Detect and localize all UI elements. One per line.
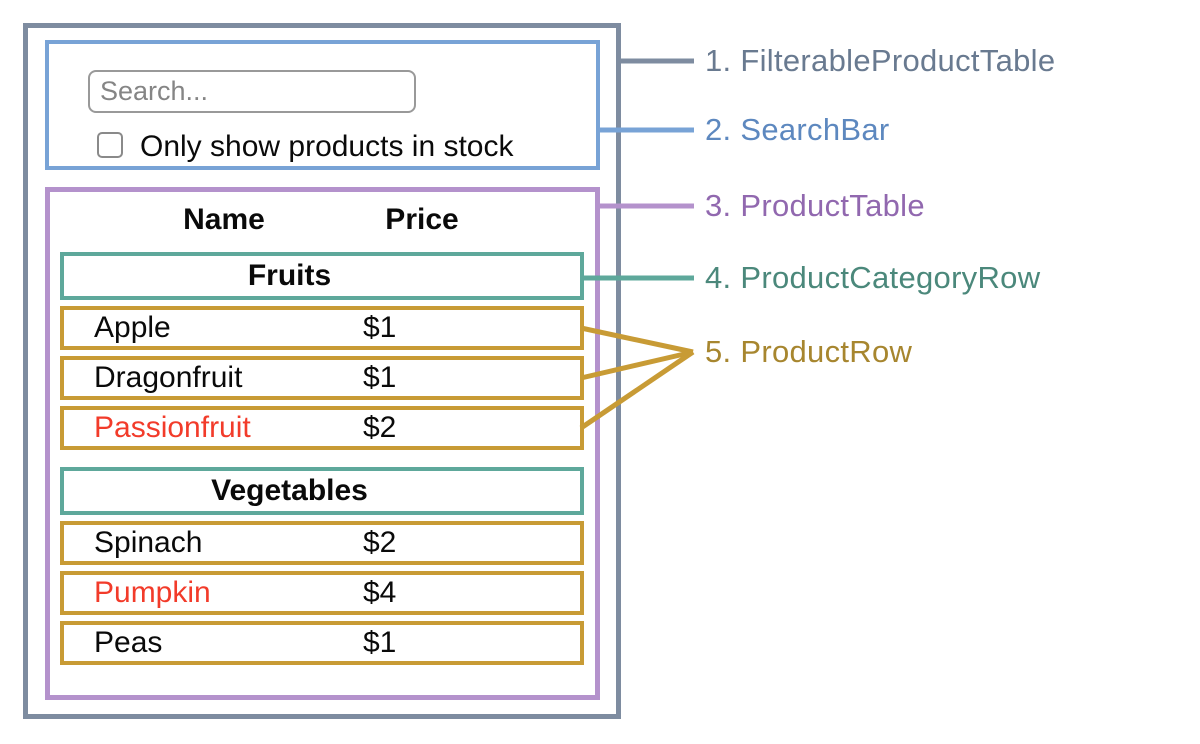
legend-label-product-table: 3. ProductTable xyxy=(705,188,925,223)
in-stock-checkbox-label: Only show products in stock xyxy=(140,130,514,163)
search-bar-box: Only show products in stock xyxy=(45,40,600,170)
product-table-box xyxy=(45,187,600,700)
search-input[interactable] xyxy=(88,70,416,113)
legend-label-product-row: 5. ProductRow xyxy=(705,334,913,369)
legend-label-search-bar: 2. SearchBar xyxy=(705,112,890,147)
in-stock-checkbox[interactable] xyxy=(97,132,123,158)
legend-label-product-category-row: 4. ProductCategoryRow xyxy=(705,260,1041,295)
legend-label-filterable-product-table: 1. FilterableProductTable xyxy=(705,43,1056,78)
